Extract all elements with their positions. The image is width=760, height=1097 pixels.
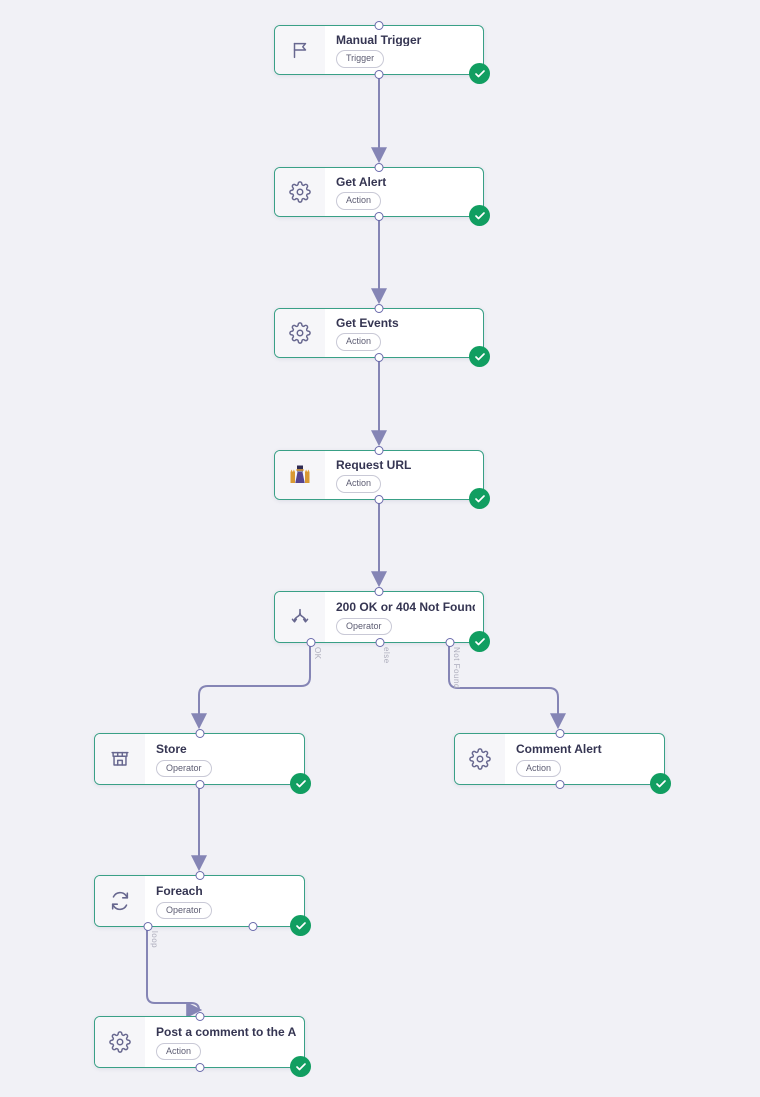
node-title: Comment Alert — [516, 741, 602, 756]
branch-icon — [291, 608, 309, 623]
node-title: Get Events — [336, 316, 399, 330]
connector-condition-ok-to-store[interactable] — [191, 646, 311, 730]
flag-icon — [293, 42, 307, 59]
connector-foreach-loop-to-postcomment[interactable] — [146, 930, 207, 1014]
check-icon — [474, 494, 485, 502]
node-icon-panel — [275, 168, 325, 216]
node-title: Store — [156, 741, 187, 756]
node-foreach[interactable]: Foreach Operator — [94, 871, 311, 936]
node-type-badge: Action — [516, 759, 562, 778]
node-title: Foreach — [156, 883, 203, 898]
output-port[interactable] — [195, 1063, 204, 1072]
node-comment-alert[interactable]: Comment Alert Action — [454, 729, 671, 794]
success-check-badge — [290, 1056, 311, 1077]
branch-label-ok: OK — [313, 647, 322, 660]
check-icon — [474, 637, 485, 645]
node-store[interactable]: Store Operator — [94, 729, 311, 794]
node-type-badge: Operator — [336, 617, 392, 636]
input-port[interactable] — [374, 587, 384, 596]
input-port[interactable] — [374, 163, 384, 172]
node-icon-panel — [275, 451, 325, 499]
output-port-loop[interactable] — [143, 922, 153, 931]
node-type-badge: Action — [156, 1042, 202, 1061]
success-check-badge — [290, 773, 311, 794]
loop-icon — [111, 891, 129, 911]
input-port[interactable] — [195, 871, 204, 880]
success-check-badge — [469, 63, 490, 84]
output-port-ok[interactable] — [306, 638, 316, 647]
success-check-badge — [469, 346, 490, 367]
node-condition-200-404[interactable]: 200 OK or 404 Not Found Operator — [274, 587, 490, 652]
node-type-badge: Action — [336, 475, 382, 493]
http-app-icon — [290, 465, 310, 483]
node-get-alert[interactable]: Get Alert Action — [274, 163, 490, 226]
node-request-url[interactable]: Request URL Action — [274, 446, 490, 509]
output-port-else[interactable] — [375, 638, 385, 647]
node-title: Request URL — [336, 458, 412, 472]
check-icon — [295, 921, 306, 929]
input-port[interactable] — [195, 729, 204, 738]
node-type-badge: Action — [336, 333, 382, 351]
input-port[interactable] — [195, 1012, 204, 1021]
node-title: Post a comment to the Alert — [156, 1024, 296, 1039]
output-port[interactable] — [374, 353, 384, 362]
output-port[interactable] — [248, 922, 258, 931]
node-manual-trigger[interactable]: Manual Trigger Trigger — [274, 21, 490, 84]
connector-condition-notfound-to-commentalert[interactable] — [448, 646, 566, 730]
check-icon — [474, 69, 485, 77]
node-icon-panel — [275, 26, 325, 74]
input-port[interactable] — [555, 729, 564, 738]
node-icon-panel — [455, 734, 505, 784]
node-icon-panel — [275, 309, 325, 357]
node-icon-panel — [95, 734, 145, 784]
success-check-badge — [290, 915, 311, 936]
node-title: 200 OK or 404 Not Found — [336, 599, 475, 614]
check-icon — [474, 211, 485, 219]
check-icon — [655, 779, 666, 787]
output-port[interactable] — [195, 780, 204, 789]
input-port[interactable] — [374, 21, 384, 30]
node-type-badge: Operator — [156, 901, 212, 920]
node-post-comment[interactable]: Post a comment to the Alert Action — [94, 1012, 311, 1077]
branch-label-else: else — [382, 647, 391, 664]
node-icon-panel — [275, 592, 325, 642]
output-port-not-found[interactable] — [445, 638, 455, 647]
node-icon-panel — [95, 1017, 145, 1067]
node-get-events[interactable]: Get Events Action — [274, 304, 490, 367]
node-type-badge: Action — [336, 192, 382, 210]
branch-label-not-found: Not Found — [452, 647, 461, 689]
success-check-badge — [469, 205, 490, 226]
gear-icon — [469, 748, 491, 770]
gear-icon — [289, 322, 311, 344]
node-type-badge: Trigger — [336, 50, 385, 68]
check-icon — [295, 1062, 306, 1070]
success-check-badge — [469, 631, 490, 652]
branch-label-loop: loop — [150, 931, 159, 949]
success-check-badge — [650, 773, 671, 794]
success-check-badge — [469, 488, 490, 509]
store-icon — [111, 751, 129, 766]
check-icon — [474, 352, 485, 360]
gear-icon — [109, 1031, 131, 1053]
output-port[interactable] — [555, 780, 564, 789]
node-title: Get Alert — [336, 175, 387, 189]
node-type-badge: Operator — [156, 759, 212, 778]
gear-icon — [289, 181, 311, 203]
input-port[interactable] — [374, 304, 384, 313]
node-title: Manual Trigger — [336, 33, 422, 47]
output-port[interactable] — [374, 495, 384, 504]
check-icon — [295, 779, 306, 787]
output-port[interactable] — [374, 212, 384, 221]
node-icon-panel — [95, 876, 145, 926]
output-port[interactable] — [374, 70, 384, 79]
input-port[interactable] — [374, 446, 384, 455]
